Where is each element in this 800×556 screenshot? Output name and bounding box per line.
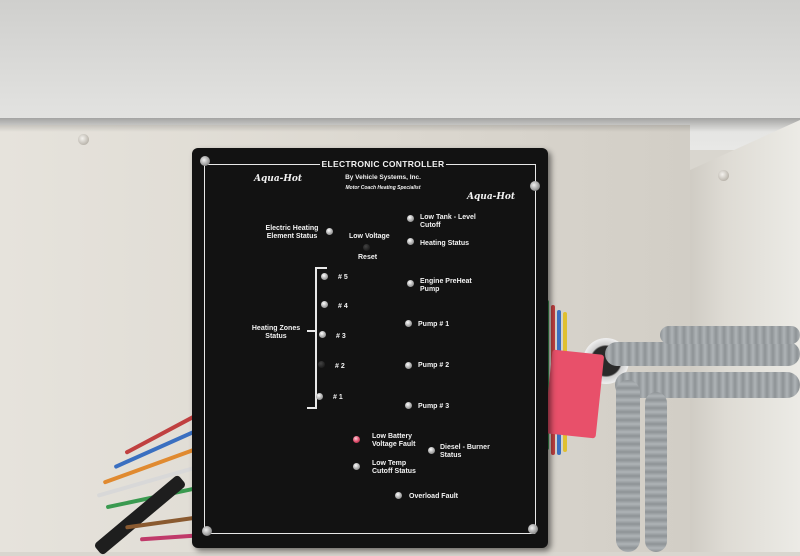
zone5-led bbox=[321, 273, 328, 280]
low-battery-label: Low Battery Voltage Fault bbox=[372, 433, 416, 448]
diesel-burner-label: Diesel - Burner Status bbox=[440, 444, 490, 459]
engine-preheat-label: Engine PreHeat Pump bbox=[420, 278, 472, 293]
heating-status-label: Heating Status bbox=[420, 240, 470, 247]
wall-screw bbox=[78, 134, 89, 145]
corner-screw bbox=[202, 526, 212, 536]
electric-heating-led bbox=[326, 228, 333, 235]
panel-subtitle: By Vehicle Systems, Inc. bbox=[345, 174, 421, 181]
pump3-label: Pump # 3 bbox=[418, 403, 450, 410]
corner-screw bbox=[530, 181, 540, 191]
low-voltage-label: Low Voltage bbox=[349, 233, 390, 240]
brand-logo: Aqua-Hot bbox=[467, 192, 516, 202]
zone4-led bbox=[321, 301, 328, 308]
heating-zones-label: Heating Zones Status bbox=[251, 325, 301, 340]
panel-title: ELECTRONIC CONTROLLER bbox=[321, 159, 445, 169]
pump1-led bbox=[405, 320, 412, 327]
electric-heating-label: Electric Heating Element Status bbox=[265, 225, 319, 240]
conduit bbox=[645, 392, 667, 552]
brand-logo: Aqua-Hot bbox=[254, 174, 303, 184]
pump2-led bbox=[405, 362, 412, 369]
zone3-label: # 3 bbox=[336, 333, 346, 340]
zone4-label: # 4 bbox=[338, 303, 348, 310]
ceiling-shadow bbox=[0, 118, 800, 132]
low-tank-label: Low Tank - Level Cutoff bbox=[420, 214, 476, 229]
low-temp-label: Low Temp Cutoff Status bbox=[372, 460, 416, 475]
diesel-burner-led bbox=[428, 447, 435, 454]
reset-label: Reset bbox=[358, 254, 378, 261]
zone1-led bbox=[316, 393, 323, 400]
pump3-led bbox=[405, 402, 412, 409]
overload-led bbox=[395, 492, 402, 499]
electronic-controller-panel: ELECTRONIC CONTROLLER By Vehicle Systems… bbox=[192, 148, 548, 548]
panel-border bbox=[204, 164, 536, 534]
conduit bbox=[660, 326, 800, 344]
low-battery-led bbox=[353, 436, 360, 443]
zone1-label: # 1 bbox=[333, 394, 343, 401]
conduit bbox=[616, 380, 640, 552]
conduit bbox=[605, 342, 800, 366]
overload-label: Overload Fault bbox=[409, 493, 459, 500]
heating-status-led bbox=[407, 238, 414, 245]
wall-screw bbox=[718, 170, 729, 181]
pump1-label: Pump # 1 bbox=[418, 321, 450, 328]
zone2-led bbox=[318, 361, 325, 368]
zone5-label: # 5 bbox=[338, 274, 348, 281]
low-tank-led bbox=[407, 215, 414, 222]
low-temp-led bbox=[353, 463, 360, 470]
corner-screw bbox=[200, 156, 210, 166]
pink-tape bbox=[543, 349, 605, 439]
reset-button[interactable] bbox=[363, 244, 370, 251]
engine-preheat-led bbox=[407, 280, 414, 287]
zone3-led bbox=[319, 331, 326, 338]
pump2-label: Pump # 2 bbox=[418, 362, 450, 369]
corner-screw bbox=[528, 524, 538, 534]
zone2-label: # 2 bbox=[335, 363, 345, 370]
conduit bbox=[615, 372, 800, 398]
panel-tagline: Motor Coach Heating Specialist bbox=[345, 185, 421, 191]
